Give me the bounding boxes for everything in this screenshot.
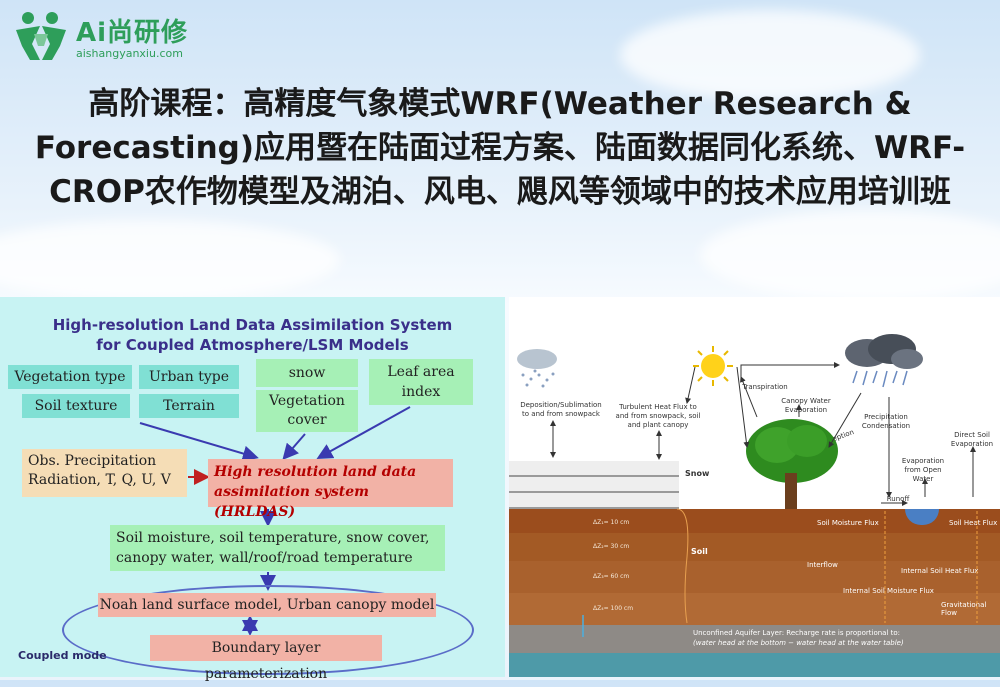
snow-label: Snow — [685, 469, 710, 478]
hrldas-label: High resolution land data assimilation s… — [214, 464, 417, 520]
soil-moisture-flux-label: Soil Moisture Flux — [817, 519, 879, 527]
snow-cloud-icon — [513, 347, 561, 393]
input-snow: snow — [256, 359, 358, 387]
hrldas-diagram: High-resolution Land Data Assimilation S… — [0, 297, 505, 682]
cloud-decoration — [700, 210, 1000, 300]
layer3-label: ΔZ₃= 60 cm — [593, 573, 630, 580]
aquifer-line2: (water head at the bottom − water head a… — [693, 639, 904, 647]
canopy-evap-label: Canopy Water Evaporation — [781, 397, 831, 414]
outputs-box: Soil moisture, soil temperature, snow co… — [110, 525, 445, 571]
aquifer-text: Unconfined Aquifer Layer: Recharge rate … — [693, 628, 993, 648]
tree-icon — [737, 415, 847, 519]
layer4-label: ΔZ₄= 100 cm — [593, 605, 634, 612]
precip-label: Precipitation Condensation — [861, 413, 911, 430]
logo-name: Ai尚研修 — [76, 18, 189, 48]
logo-url: aishangyanxiu.com — [76, 47, 183, 60]
obs-box: Obs. Precipitation Radiation, T, Q, U, V — [22, 449, 187, 497]
logo-icon — [12, 10, 70, 62]
internal-moisture-label: Internal Soil Moisture Flux — [843, 587, 934, 595]
snowpack — [509, 461, 679, 509]
coupled-ellipse — [62, 585, 474, 675]
deposition-label: Deposition/Sublimation to and from snowp… — [520, 401, 602, 418]
input-terrain: Terrain — [139, 394, 239, 418]
runoff-label: Runoff — [886, 495, 910, 503]
soil-layer-2 — [509, 533, 1000, 561]
storm-cloud-icon — [837, 333, 927, 397]
cloud-decoration — [0, 220, 340, 300]
open-water-icon — [905, 509, 939, 525]
page-title: 高阶课程：高精度气象模式WRF(Weather Research & Forec… — [34, 86, 966, 210]
turbulent-label: Turbulent Heat Flux to and from snowpack… — [615, 403, 701, 429]
soil-label: Soil — [691, 547, 708, 556]
hrldas-box: High resolution land data assimilation s… — [208, 459, 453, 520]
outputs-label: Soil moisture, soil temperature, snow co… — [116, 530, 430, 566]
noah-box: Noah land surface model, Urban canopy mo… — [98, 593, 436, 617]
internal-heat-label: Internal Soil Heat Flux — [901, 567, 979, 575]
input-vegetation-type: Vegetation type — [8, 365, 132, 389]
direct-soil-label: Direct Soil Evaporation — [950, 431, 994, 448]
land-surface-diagram: Deposition/Sublimation to and from snowp… — [509, 297, 1000, 677]
layer2-label: ΔZ₂= 30 cm — [593, 543, 630, 550]
sun-icon — [691, 344, 735, 392]
input-vegetation-cover: Vegetation cover — [256, 390, 358, 432]
boundary-box: Boundary layer parameterization — [150, 635, 382, 682]
soil-heat-flux-label: Soil Heat Flux — [949, 519, 998, 527]
diagram-title-line1: High-resolution Land Data Assimilation S… — [52, 316, 453, 334]
input-leaf-area-index: Leaf area index — [369, 359, 473, 405]
diagram-title-line2: for Coupled Atmosphere/LSM Models — [96, 336, 409, 354]
interflow-label: Interflow — [807, 561, 838, 569]
input-soil-texture: Soil texture — [22, 394, 130, 418]
transpiration-label: Transpiration — [742, 383, 788, 391]
soil-layer-3 — [509, 561, 1000, 593]
diagram-title: High-resolution Land Data Assimilation S… — [0, 315, 505, 355]
vegetation-cover-label: Vegetation cover — [269, 393, 345, 428]
leaf-area-index-label: Leaf area index — [387, 364, 455, 400]
gravitational-label: Gravitational Flow — [941, 601, 987, 617]
coupled-mode-label: Coupled mode — [18, 649, 107, 662]
obs-label: Obs. Precipitation Radiation, T, Q, U, V — [28, 453, 171, 488]
flux-arrows — [550, 362, 976, 506]
aquifer-layer — [509, 625, 1000, 653]
soil-flux-arrows — [582, 508, 978, 637]
groundwater-layer — [509, 653, 1000, 677]
aquifer-line1: Unconfined Aquifer Layer: Recharge rate … — [693, 629, 901, 637]
input-urban-type: Urban type — [139, 365, 239, 389]
cloud-decoration — [620, 10, 920, 100]
brand-logo[interactable]: Ai尚研修 aishangyanxiu.com — [12, 10, 188, 62]
layer1-label: ΔZ₁= 10 cm — [593, 519, 630, 526]
soil-layer-4 — [509, 593, 1000, 625]
